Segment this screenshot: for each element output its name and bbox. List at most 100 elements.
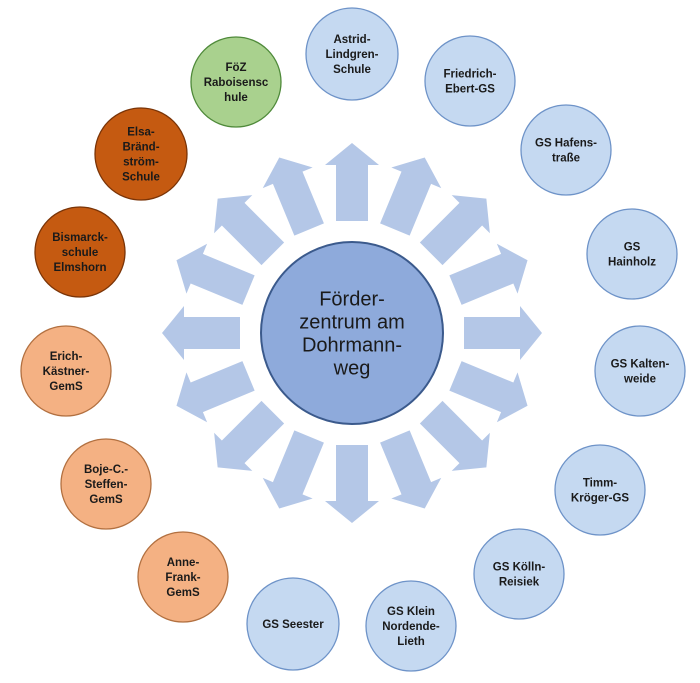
school-node-circle <box>365 580 457 672</box>
school-node-label-line: Nordende- <box>382 621 440 633</box>
school-node-label-line: GemS <box>49 381 83 393</box>
school-node-label-line: Kröger-GS <box>571 493 629 505</box>
school-node-label-line: Reisiek <box>499 577 540 589</box>
school-node-astrid-lindgren-schule: Astrid- Lindgren- Schule <box>305 7 399 101</box>
arrow-shape <box>449 361 528 423</box>
outward-arrow <box>325 143 379 221</box>
outward-arrow <box>449 243 528 305</box>
school-node-label-line: Elmshorn <box>53 262 106 274</box>
school-node-label-line: Astrid- <box>333 34 370 46</box>
school-node-gs-seester: GS Seester <box>246 577 340 671</box>
school-node-label-line: Kästner- <box>43 366 90 378</box>
school-node-label-line: Anne- <box>167 557 200 569</box>
school-node-label: GS Kölln-Reisiek <box>493 562 546 589</box>
school-node-label: GS Seester <box>262 619 324 631</box>
center-label-line: Förder- <box>319 289 385 311</box>
arrow-shape <box>214 400 285 471</box>
outward-arrow <box>325 445 379 523</box>
school-node-foez-raboisenschule: FöZ Raboisensc hule <box>190 36 282 128</box>
school-node-label-line: GS Kalten- <box>611 359 670 371</box>
outward-arrow <box>449 361 528 423</box>
arrows-layer <box>162 143 542 523</box>
school-node-label-line: Bränd- <box>122 142 159 154</box>
school-node-label-line: Ebert-GS <box>445 84 495 96</box>
school-node-timm-kroeger-gs: Timm- Kröger-GS <box>554 444 646 536</box>
school-node-label: Elsa-Bränd-ström-Schule <box>122 127 160 184</box>
school-node-boje-c-steffen-gems: Boje-C.- Steffen- GemS <box>60 438 152 530</box>
school-node-circle <box>137 531 229 623</box>
outward-arrow <box>176 243 255 305</box>
school-node-label-line: Schule <box>333 64 371 76</box>
school-node-label-line: Raboisensc <box>204 77 269 89</box>
school-node-label: Anne-Frank-GemS <box>165 557 200 599</box>
school-node-label-line: Lieth <box>397 636 424 648</box>
school-node-label-line: GS Seester <box>262 619 324 631</box>
school-node-label-line: GS Klein <box>387 606 435 618</box>
school-node-label: Erich- Kästner- GemS <box>43 351 90 393</box>
school-node-circle <box>190 36 282 128</box>
arrow-shape <box>464 306 542 360</box>
school-node-label-line: GemS <box>166 587 200 599</box>
outward-arrow <box>419 195 490 266</box>
school-node-label-line: Timm- <box>583 478 617 490</box>
school-node-label-line: Schule <box>122 172 160 184</box>
center-label-line: Dohrmann- <box>302 335 402 357</box>
school-node-circle <box>520 104 612 196</box>
school-node-label-line: Steffen- <box>85 479 128 491</box>
arrow-shape <box>419 400 490 471</box>
school-node-gs-kaltenweide: GS Kalten-weide <box>594 325 686 417</box>
school-node-label: Boje-C.- Steffen- GemS <box>84 464 128 506</box>
school-node-label-line: weide <box>623 374 656 386</box>
school-node-circle <box>246 577 340 671</box>
center-circle <box>260 241 444 425</box>
outward-arrow <box>176 361 255 423</box>
school-node-label: Timm- Kröger-GS <box>571 478 629 505</box>
school-node-label-line: schule <box>62 247 98 259</box>
school-node-circle <box>34 206 126 298</box>
school-node-label-line: Boje-C.- <box>84 464 128 476</box>
school-node-label-line: Erich- <box>50 351 83 363</box>
school-node-label-line: Bismarck- <box>52 232 108 244</box>
school-node-label: GS Hafens-traße <box>535 138 597 165</box>
outward-arrow <box>380 430 442 509</box>
arrow-shape <box>262 430 324 509</box>
school-node-label-line: Hainholz <box>608 257 656 269</box>
center-label-line: zentrum am <box>299 312 405 334</box>
school-node-label-line: hule <box>224 92 248 104</box>
school-node-circle <box>424 35 516 127</box>
outward-arrow <box>262 157 324 236</box>
outward-arrow <box>464 306 542 360</box>
arrow-shape <box>176 361 255 423</box>
school-node-label-line: ström- <box>123 157 159 169</box>
school-node-circle <box>94 107 188 201</box>
school-node-label-line: GS <box>624 242 641 254</box>
arrow-shape <box>162 306 240 360</box>
arrow-shape <box>449 243 528 305</box>
outward-arrow <box>162 306 240 360</box>
school-node-label-line: FöZ <box>225 62 246 74</box>
school-node-label-line: traße <box>552 153 580 165</box>
outward-arrow <box>262 430 324 509</box>
arrow-shape <box>262 157 324 236</box>
school-node-erich-kaestner-gems: Erich- Kästner- GemS <box>20 325 112 417</box>
school-node-gs-koelln-reisiek: GS Kölln-Reisiek <box>473 528 565 620</box>
school-node-label: FöZ Raboisensc hule <box>204 62 269 104</box>
school-node-circle <box>586 208 678 300</box>
school-node-label-line: Friedrich- <box>443 69 496 81</box>
school-node-label-line: Lindgren- <box>325 49 378 61</box>
arrow-shape <box>325 143 379 221</box>
school-node-circle <box>473 528 565 620</box>
arrow-shape <box>419 195 490 266</box>
center-label-line: weg <box>333 358 371 380</box>
school-node-label-line: GemS <box>89 494 123 506</box>
arrow-shape <box>380 157 442 236</box>
school-node-label: GS Hainholz <box>608 242 656 269</box>
school-node-label-line: GS Hafens- <box>535 138 597 150</box>
